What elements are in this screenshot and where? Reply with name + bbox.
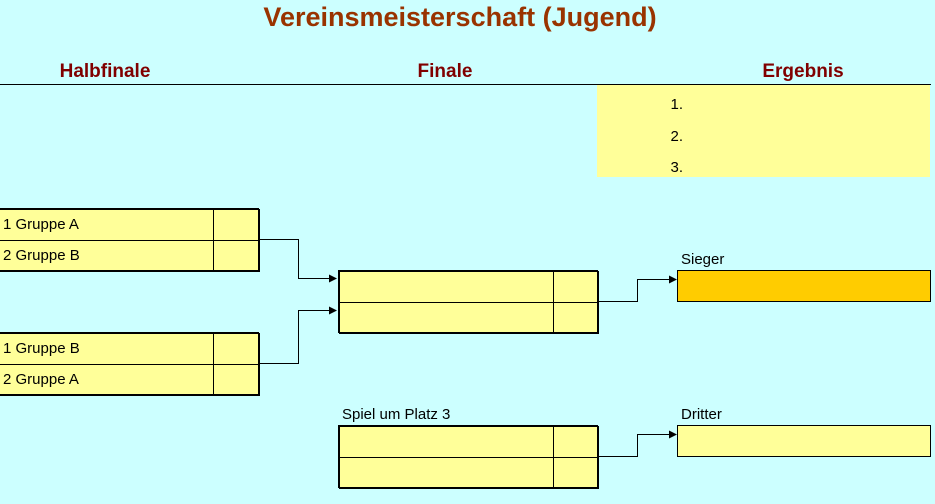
connector-semifinal-1	[259, 239, 337, 283]
connector-semifinal-2	[259, 306, 337, 364]
winner-label: Sieger	[681, 251, 725, 268]
third-place-match-label: Spiel um Platz 3	[342, 406, 451, 423]
semifinal-2-score-2[interactable]	[213, 364, 260, 396]
connector-third-place	[598, 430, 677, 457]
page-title: Vereinsmeisterschaft (Jugend)	[263, 2, 657, 32]
final-score-2[interactable]	[553, 302, 599, 334]
header-divider	[0, 84, 931, 85]
third-place-match	[338, 425, 599, 489]
header-result: Ergebnis	[762, 61, 844, 82]
third-label: Dritter	[681, 406, 722, 423]
final-match	[338, 270, 599, 334]
third-cell[interactable]	[677, 425, 931, 457]
third-place-score-2[interactable]	[553, 457, 599, 489]
connector-final-winner	[598, 275, 677, 302]
result-rank-1: 1.	[670, 96, 683, 113]
result-rank-2: 2.	[670, 128, 683, 145]
result-rank-3: 3.	[670, 159, 683, 176]
header-final: Finale	[417, 61, 473, 82]
winner-cell[interactable]	[677, 270, 931, 302]
semifinal-1-score-2[interactable]	[213, 240, 260, 272]
semifinal-2-match: 1 Gruppe B 2 Gruppe A	[0, 332, 260, 396]
header-semifinal: Halbfinale	[59, 61, 151, 82]
semifinal-1-match: 1 Gruppe A 2 Gruppe B	[0, 208, 260, 272]
result-panel: 1. 2. 3.	[597, 85, 930, 177]
